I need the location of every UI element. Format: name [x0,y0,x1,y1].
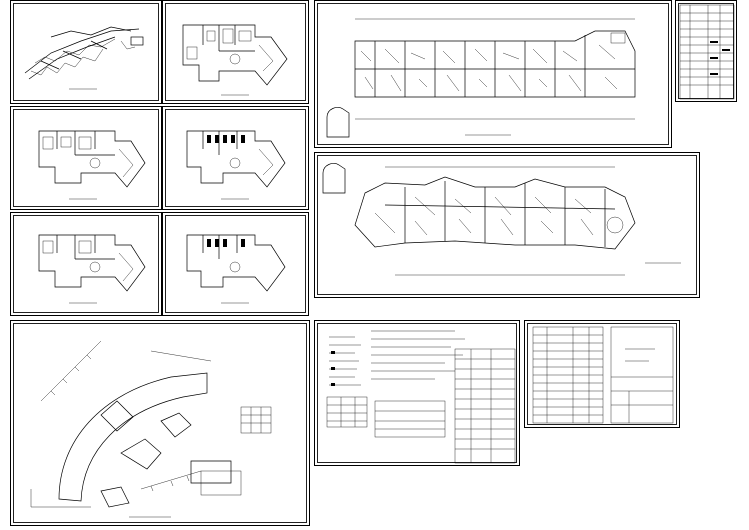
floor-plan-drawing [38,130,146,200]
drawing-index-table [532,326,674,424]
sheet-floor-plan-4 [10,212,162,316]
sheet-axonometric [10,0,162,104]
floor-plan-drawing [186,234,286,304]
sheet-long-floor-plan-2 [314,152,700,298]
legend-table [679,4,735,100]
sheet-drawing-index [524,320,680,428]
sheet-title-block-table [675,0,737,102]
sheet-site-plan [10,320,310,526]
floor-plan-drawing [38,234,146,304]
sheet-floor-plan-1 [162,0,309,104]
long-floor-plan-drawing [326,18,636,138]
sheet-design-notes [314,320,520,466]
sheet-floor-plan-5 [162,212,309,316]
sheet-long-floor-plan-1 [314,0,672,148]
floor-plan-drawing [186,130,286,200]
sheet-floor-plan-2 [10,106,162,210]
sheet-floor-plan-3 [162,106,309,210]
axonometric-drawing [24,26,144,90]
notes-and-tables [326,330,516,464]
long-floor-plan-drawing [322,163,681,276]
site-plan-drawing [30,340,272,518]
floor-plan-drawing [182,24,288,96]
